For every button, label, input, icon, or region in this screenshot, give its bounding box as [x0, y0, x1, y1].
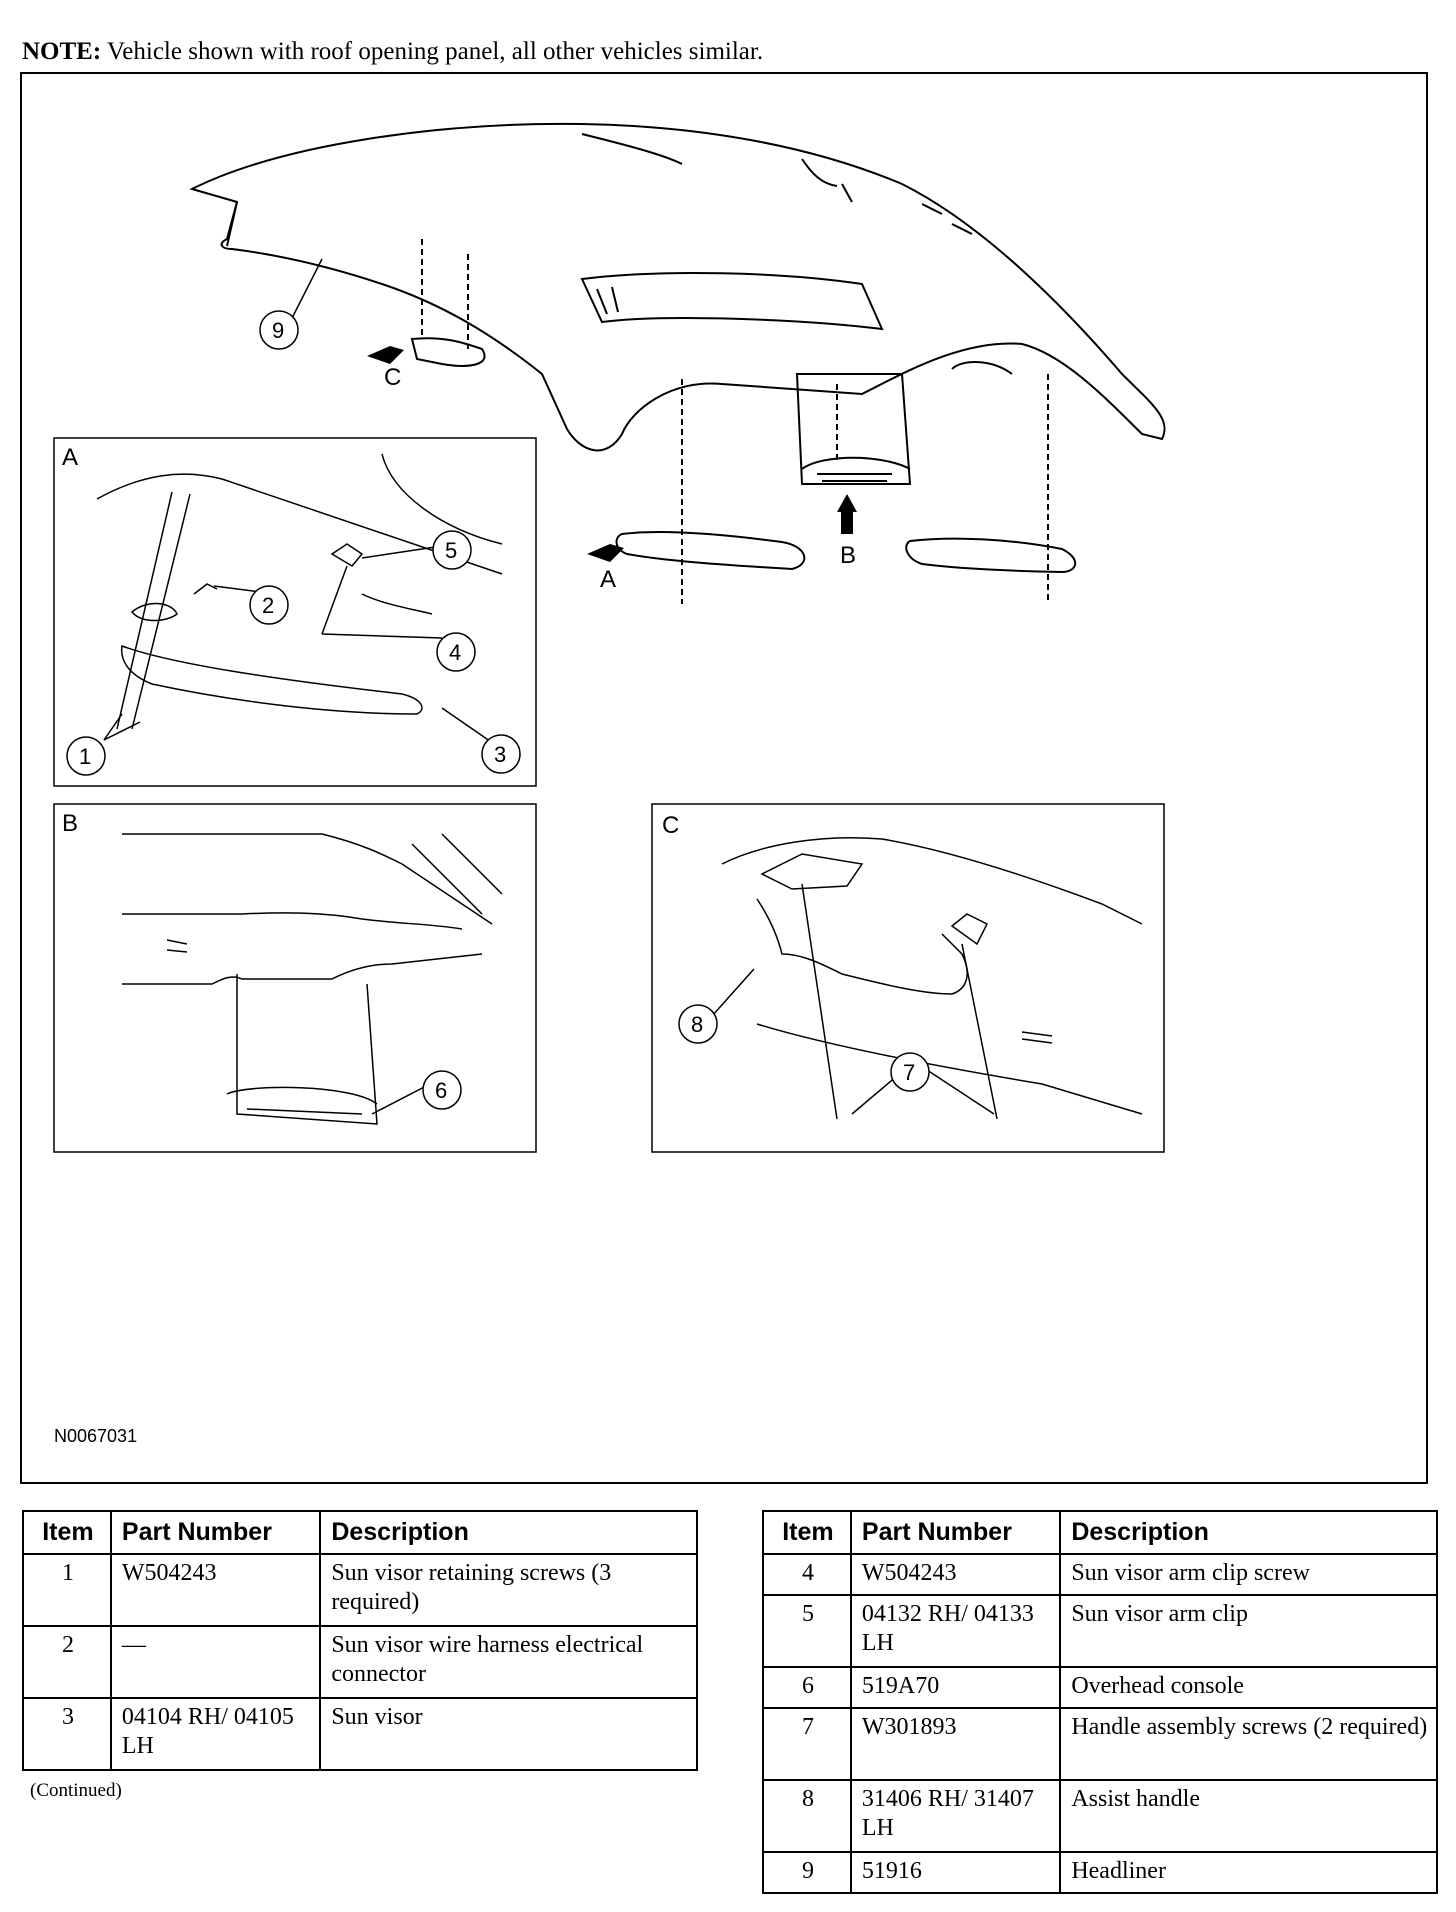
table-row: 3 04104 RH/ 04105 LH Sun visor: [22, 1697, 698, 1771]
parts-table-left: Item Part Number Description 1 W504243 S…: [22, 1510, 698, 1771]
header-description: Description: [319, 1510, 698, 1555]
continued-note: (Continued): [30, 1780, 122, 1801]
visor-left-drawing: [615, 531, 806, 571]
callout-3: 3: [494, 742, 507, 767]
item-cell: 2: [22, 1625, 112, 1699]
inset-a-frame: [53, 437, 537, 787]
table-row: 4 W504243 Sun visor arm clip screw: [762, 1553, 1438, 1596]
callout-6: 6: [435, 1078, 448, 1103]
table-row: 5 04132 RH/ 04133 LH Sun visor arm clip: [762, 1594, 1438, 1668]
part-number-cell: 51916: [849, 1851, 1062, 1894]
arrow-a-label: A: [600, 566, 617, 593]
description-cell: Sun visor retaining screws (3 required): [319, 1553, 698, 1627]
inset-a-drawing: [96, 453, 503, 730]
part-number-cell: 04132 RH/ 04133 LH: [849, 1594, 1062, 1668]
item-cell: 6: [762, 1666, 852, 1709]
part-number-cell: 04104 RH/ 04105 LH: [109, 1697, 322, 1771]
part-number-cell: 519A70: [849, 1666, 1062, 1709]
table-header-row: Item Part Number Description: [22, 1510, 698, 1555]
table-row: 2 — Sun visor wire harness electrical co…: [22, 1625, 698, 1699]
inset-c-drawing: [721, 836, 1143, 1120]
item-cell: 4: [762, 1553, 852, 1596]
callout-1: 1: [79, 744, 92, 769]
item-cell: 5: [762, 1594, 852, 1668]
note: NOTE: Vehicle shown with roof opening pa…: [22, 38, 763, 66]
table-row: 9 51916 Headliner: [762, 1851, 1438, 1894]
inset-b-drawing: [122, 833, 503, 1125]
description-cell: Headliner: [1059, 1851, 1438, 1894]
table-row: 8 31406 RH/ 31407 LH Assist handle: [762, 1779, 1438, 1853]
item-cell: 8: [762, 1779, 852, 1853]
note-text: Vehicle shown with roof opening panel, a…: [107, 38, 764, 65]
table-header-row: Item Part Number Description: [762, 1510, 1438, 1555]
callout-5: 5: [445, 538, 458, 563]
description-cell: Handle assembly screws (2 required): [1059, 1707, 1438, 1781]
figure-id: N0067031: [54, 1426, 138, 1446]
description-cell: Sun visor arm clip: [1059, 1594, 1438, 1668]
item-cell: 1: [22, 1553, 112, 1627]
header-part-number: Part Number: [849, 1510, 1062, 1555]
description-cell: Sun visor arm clip screw: [1059, 1553, 1438, 1596]
description-cell: Overhead console: [1059, 1666, 1438, 1709]
assist-handle-drawing: [410, 337, 486, 367]
header-item: Item: [22, 1510, 112, 1555]
callout-8: 8: [691, 1012, 704, 1037]
note-label: NOTE:: [22, 38, 102, 65]
part-number-cell: —: [109, 1625, 322, 1699]
callout-circles: [66, 310, 930, 1110]
item-cell: 7: [762, 1707, 852, 1781]
illustration-drawing: [53, 122, 1166, 1153]
item-cell: 9: [762, 1851, 852, 1894]
header-part-number: Part Number: [109, 1510, 322, 1555]
table-row: 6 519A70 Overhead console: [762, 1666, 1438, 1709]
part-number-cell: 31406 RH/ 31407 LH: [849, 1779, 1062, 1853]
part-number-cell: W504243: [109, 1553, 322, 1627]
visor-right-drawing: [905, 537, 1077, 574]
header-description: Description: [1059, 1510, 1438, 1555]
item-cell: 3: [22, 1697, 112, 1771]
parts-table-right: Item Part Number Description 4 W504243 S…: [762, 1510, 1438, 1894]
part-number-cell: W301893: [849, 1707, 1062, 1781]
callout-2: 2: [262, 593, 275, 618]
exploded-view-illustration: 9 1 2 3 4 5 6 7 8 A B C A B C N0067031: [20, 72, 1428, 1484]
inset-c-label: C: [662, 812, 680, 839]
table-row: 7 W301893 Handle assembly screws (2 requ…: [762, 1707, 1438, 1781]
description-cell: Assist handle: [1059, 1779, 1438, 1853]
inset-b-label: B: [62, 810, 79, 837]
description-cell: Sun visor: [319, 1697, 698, 1771]
arrow-c-label: C: [384, 364, 402, 391]
callout-7: 7: [903, 1060, 916, 1085]
description-cell: Sun visor wire harness electrical connec…: [319, 1625, 698, 1699]
overhead-console-drawing: [795, 373, 912, 485]
part-number-cell: W504243: [849, 1553, 1062, 1596]
callout-9: 9: [272, 318, 285, 343]
table-row: 1 W504243 Sun visor retaining screws (3 …: [22, 1553, 698, 1627]
inset-b-frame: [53, 803, 537, 1153]
header-item: Item: [762, 1510, 852, 1555]
leader-lines: [421, 239, 1049, 604]
view-arrows: [367, 346, 857, 562]
inset-a-label: A: [62, 444, 79, 471]
arrow-b-label: B: [840, 542, 857, 569]
inset-c-frame: [651, 803, 1165, 1153]
headliner-drawing: [189, 122, 1166, 452]
callout-4: 4: [449, 640, 462, 665]
